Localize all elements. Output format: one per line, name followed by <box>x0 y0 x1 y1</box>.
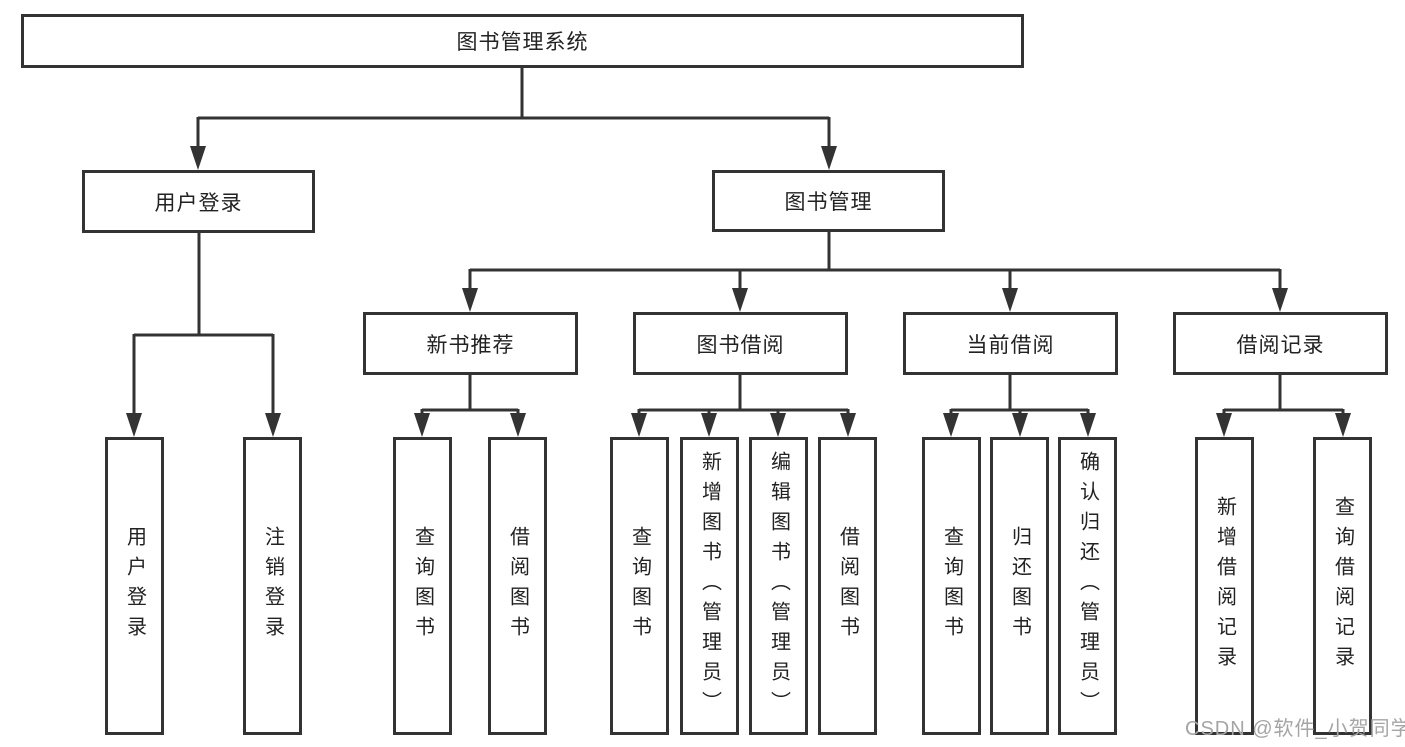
node-user-login: 用户登录 <box>82 170 315 233</box>
connector-root-to-level2 <box>190 68 837 170</box>
leaf-current-query-book: 查询图书 <box>922 437 981 735</box>
leaf-user-login-label: 用户登录 <box>123 526 146 646</box>
leaf-borrow-borrow-book: 借阅图书 <box>818 437 877 735</box>
node-book-mgmt-label: 图书管理 <box>784 191 873 214</box>
leaf-records-query-record-label: 查询借阅记录 <box>1331 496 1354 676</box>
connector-book-mgmt-to-level3 <box>462 232 1288 312</box>
connector-book-borrow-children <box>631 375 856 437</box>
leaf-newrec-borrow-book-label: 借阅图书 <box>506 526 529 646</box>
leaf-borrow-add-book-label: 新增图书（管理员） <box>698 451 721 721</box>
node-book-borrow-label: 图书借阅 <box>696 333 785 357</box>
leaf-newrec-query-book: 查询图书 <box>393 437 452 735</box>
leaf-user-login: 用户登录 <box>105 437 164 735</box>
leaf-records-query-record: 查询借阅记录 <box>1313 437 1372 735</box>
node-book-mgmt: 图书管理 <box>712 170 945 232</box>
node-current-borrow-label: 当前借阅 <box>966 333 1055 357</box>
leaf-borrow-query-book: 查询图书 <box>610 437 669 735</box>
leaf-newrec-query-book-label: 查询图书 <box>411 526 434 646</box>
connector-new-book-rec-children <box>414 375 526 437</box>
node-borrow-records-label: 借阅记录 <box>1236 333 1325 357</box>
leaf-borrow-edit-book: 编辑图书（管理员） <box>749 437 808 735</box>
leaf-records-add-record-label: 新增借阅记录 <box>1213 496 1236 676</box>
leaf-current-return-book-label: 归还图书 <box>1008 526 1031 646</box>
leaf-borrow-query-book-label: 查询图书 <box>628 526 651 646</box>
leaf-newrec-borrow-book: 借阅图书 <box>488 437 547 735</box>
node-new-book-rec-label: 新书推荐 <box>426 333 515 357</box>
leaf-logout: 注销登录 <box>243 437 302 735</box>
watermark: CSDN @软件_小贺同学 <box>1185 718 1405 740</box>
leaf-current-confirm-return-label: 确认归还（管理员） <box>1076 451 1099 721</box>
connector-borrow-records-children <box>1216 375 1351 437</box>
node-root-label: 图书管理系统 <box>456 31 589 54</box>
leaf-current-return-book: 归还图书 <box>990 437 1049 735</box>
leaf-logout-label: 注销登录 <box>261 526 284 646</box>
connector-user-login-children <box>126 233 281 437</box>
node-book-borrow: 图书借阅 <box>633 312 848 375</box>
leaf-records-add-record: 新增借阅记录 <box>1195 437 1254 735</box>
node-borrow-records: 借阅记录 <box>1173 312 1388 375</box>
leaf-borrow-edit-book-label: 编辑图书（管理员） <box>767 451 790 721</box>
node-current-borrow: 当前借阅 <box>903 312 1118 375</box>
connector-current-borrow-children <box>943 375 1096 437</box>
node-user-login-label: 用户登录 <box>154 191 243 215</box>
leaf-current-query-book-label: 查询图书 <box>940 526 963 646</box>
leaf-current-confirm-return: 确认归还（管理员） <box>1058 437 1117 735</box>
leaf-borrow-borrow-book-label: 借阅图书 <box>836 526 859 646</box>
node-new-book-rec: 新书推荐 <box>363 312 578 375</box>
leaf-borrow-add-book: 新增图书（管理员） <box>680 437 739 735</box>
node-root: 图书管理系统 <box>21 14 1024 68</box>
